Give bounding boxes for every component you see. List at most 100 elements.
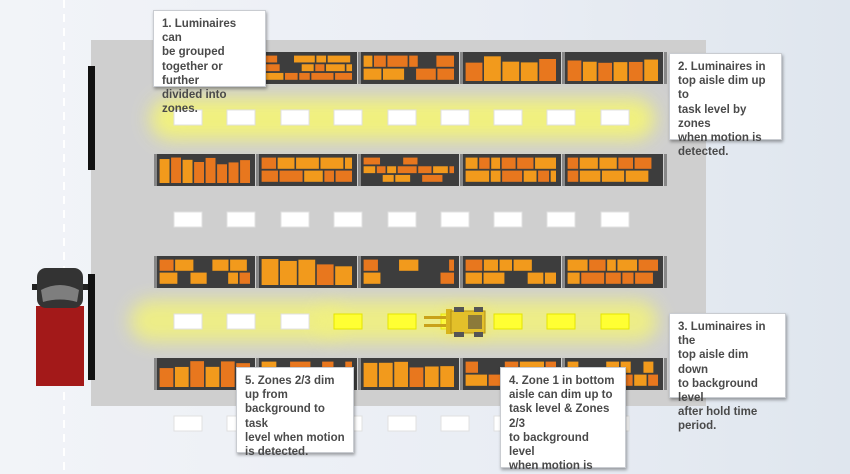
storage-box (499, 259, 513, 271)
rack-segment (358, 154, 459, 186)
luminaire-off (280, 109, 310, 126)
storage-box (205, 366, 220, 387)
storage-box (315, 64, 325, 72)
luminaire-off (440, 211, 470, 228)
storage-box (228, 162, 239, 183)
storage-box (465, 157, 478, 169)
storage-box (484, 56, 501, 81)
storage-box (363, 272, 381, 284)
luminaire-off (546, 109, 576, 126)
storage-box (465, 361, 478, 373)
storage-box (346, 64, 352, 72)
rack-upright (664, 358, 667, 390)
storage-box (605, 272, 621, 284)
storage-box (261, 64, 280, 72)
storage-box (465, 259, 483, 271)
storage-box (617, 259, 638, 271)
storage-box (625, 170, 649, 182)
luminaire-off (226, 211, 256, 228)
rack-segment (256, 154, 357, 186)
storage-box (326, 64, 345, 72)
storage-box (175, 259, 194, 271)
storage-box (335, 170, 352, 182)
rack-upright (358, 256, 361, 288)
storage-box (520, 62, 538, 81)
storage-box (280, 260, 297, 285)
storage-box (598, 62, 612, 81)
storage-box (376, 166, 386, 174)
storage-box (449, 166, 454, 174)
storage-box (378, 362, 393, 387)
storage-box (628, 61, 643, 81)
storage-box (567, 259, 588, 271)
storage-box (363, 157, 381, 165)
storage-box (465, 374, 488, 386)
storage-box (648, 374, 658, 386)
storage-box (387, 166, 397, 174)
rack-segment (460, 154, 561, 186)
luminaire-off (493, 211, 523, 228)
aisle-glow-bottom-right (318, 300, 658, 342)
rack-segment (562, 52, 663, 84)
storage-box (311, 72, 334, 80)
rack-upright (562, 256, 565, 288)
storage-box (212, 259, 229, 271)
callout-note-4: 4. Zone 1 in bottom aisle can dim up to … (500, 367, 626, 472)
storage-box (373, 55, 386, 67)
storage-box (298, 259, 316, 285)
rack-upright (358, 358, 361, 390)
storage-box (465, 62, 483, 81)
storage-box (159, 272, 178, 284)
callout-note-1: 1. Luminaires can be grouped together or… (153, 10, 266, 115)
rack-upright (154, 154, 157, 186)
storage-box (488, 374, 510, 386)
storage-box (382, 174, 394, 182)
storage-box (491, 157, 501, 169)
luminaire-on (493, 313, 523, 330)
storage-box (622, 272, 634, 284)
storage-box (527, 272, 544, 284)
luminaire-off (280, 313, 310, 330)
storage-box (335, 266, 352, 285)
storage-box (279, 170, 303, 182)
dock-door-bottom (88, 274, 95, 380)
storage-box (190, 272, 207, 284)
storage-box (409, 367, 424, 387)
storage-box (363, 362, 378, 387)
rack-upright (562, 154, 565, 186)
rack-upright (256, 256, 259, 288)
luminaire-off (333, 211, 363, 228)
storage-box (174, 366, 189, 387)
luminaire-off (333, 109, 363, 126)
storage-box (159, 368, 174, 387)
storage-box (483, 259, 498, 271)
storage-box (539, 58, 556, 81)
luminaire-off (387, 109, 417, 126)
storage-box (418, 166, 432, 174)
storage-box (490, 170, 501, 182)
callout-note-5: 5. Zones 2/3 dim up from background to t… (236, 367, 354, 458)
storage-box (261, 259, 279, 285)
storage-box (320, 157, 344, 169)
rack-upright (460, 256, 463, 288)
storage-box (581, 272, 605, 284)
storage-box (567, 170, 579, 182)
luminaire-off (387, 211, 417, 228)
storage-box (327, 55, 351, 63)
storage-box (230, 259, 247, 271)
luminaire-on (333, 313, 363, 330)
storage-box (437, 68, 454, 80)
storage-box (194, 161, 204, 183)
rack-segment (562, 154, 663, 186)
storage-box (294, 55, 315, 63)
storage-box (634, 374, 647, 386)
storage-box (382, 68, 405, 80)
storage-box (550, 170, 556, 182)
storage-box (296, 157, 319, 169)
storage-box (544, 272, 556, 284)
storage-box (517, 157, 534, 169)
storage-box (316, 55, 327, 63)
storage-box (387, 55, 408, 67)
rack-segment (358, 256, 459, 288)
storage-box (479, 157, 490, 169)
